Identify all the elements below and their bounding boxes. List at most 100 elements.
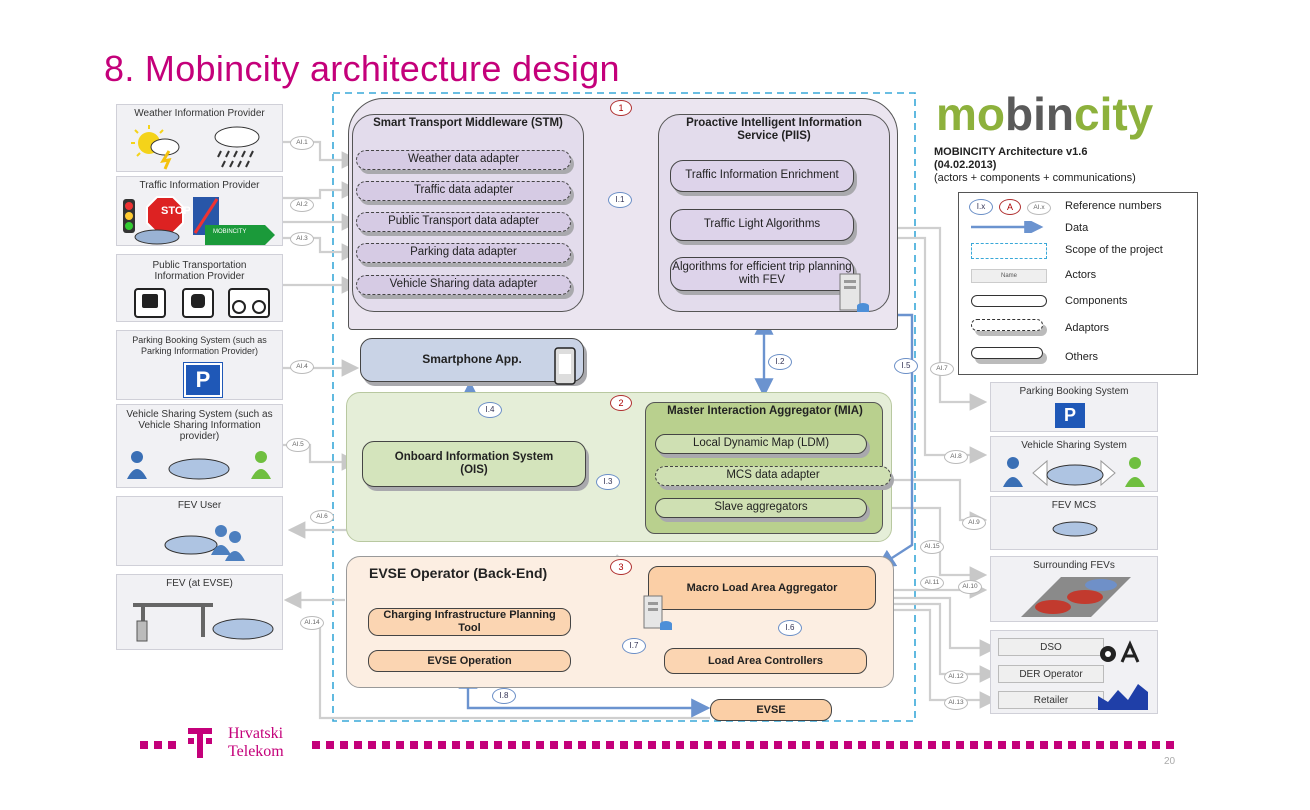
piis-title: Proactive Intelligent Information Servic… [686, 117, 862, 142]
ai-label-5: AI.5 [286, 438, 310, 452]
right-actor-surrounding: Surrounding FEVs [990, 556, 1158, 622]
interface-i5: I.5 [894, 358, 918, 374]
legend-sample-alx: AI.x [1027, 201, 1051, 215]
vehicle-sharing-adapter[interactable]: Vehicle Sharing data adapter [356, 275, 571, 295]
brand-telekom: Telekom [228, 743, 284, 760]
trip-planning-algorithms[interactable]: Algorithms for efficient trip planning w… [670, 257, 854, 291]
ai-label-10: AI.10 [958, 580, 982, 594]
stop-sign-text: STOP [161, 205, 191, 217]
mobincity-logo: mobincity [936, 88, 1153, 140]
actor-weather: Weather Information Provider [116, 104, 283, 172]
traffic-info-enrichment[interactable]: Traffic Information Enrichment [670, 160, 854, 192]
legend-data: Data [1065, 222, 1089, 234]
ai-label-9: AI.9 [962, 516, 986, 530]
vehicle-sharing-icon [127, 451, 271, 480]
interface-i8: I.8 [492, 688, 516, 704]
traffic-icon [123, 196, 275, 245]
actor-public-transport: Public Transportation Information Provid… [116, 254, 283, 322]
ai-label-15: AI.15 [920, 540, 944, 554]
interface-i3: I.3 [596, 474, 620, 490]
logo-bin: bin [1005, 88, 1074, 140]
legend-sample-ix: I.x [969, 199, 993, 215]
right-actor-fev-mcs: FEV MCS [990, 496, 1158, 550]
onboard-info-system[interactable]: Onboard Information System (OIS) [362, 441, 586, 487]
smartphone-app[interactable]: Smartphone App. [360, 338, 584, 382]
fev-user-icon [164, 525, 245, 561]
interface-i2: I.2 [768, 354, 792, 370]
zone-number-1: 1 [610, 100, 632, 116]
evse-operator-title: EVSE Operator (Back-End) [369, 565, 548, 581]
stm-title: Smart Transport Middleware (STM) [373, 117, 563, 129]
fev-mcs-icon [1052, 521, 1098, 537]
der-operator-box: DER Operator [998, 665, 1104, 683]
local-dynamic-map[interactable]: Local Dynamic Map (LDM) [655, 434, 867, 454]
actor-parking: Parking Booking System (such as Parking … [116, 330, 283, 400]
legend-actors: Actors [1065, 269, 1097, 281]
right-actor-parking-label: Parking Booking System [1019, 386, 1129, 397]
architecture-version: MOBINCITY Architecture v1.6 [934, 146, 1088, 158]
right-parking-sign-icon: P [1055, 403, 1085, 428]
legend-scope-swatch [971, 243, 1047, 259]
architecture-date: (04.02.2013) [934, 159, 997, 171]
traffic-adapter[interactable]: Traffic data adapter [356, 181, 571, 201]
transport-icons [134, 288, 270, 318]
actor-fev-user-label: FEV User [177, 500, 222, 511]
smartphone-icon [554, 347, 576, 385]
ai-label-13: AI.13 [944, 696, 968, 710]
parking-sign-icon: P [183, 362, 223, 398]
brand-hrvatski: Hrvatski [228, 725, 284, 742]
actor-fev-user: FEV User [116, 496, 283, 566]
macro-load-area-aggregator[interactable]: Macro Load Area Aggregator [648, 566, 876, 610]
actor-fev-evse-label: FEV (at EVSE) [166, 578, 233, 589]
dso-box: DSO [998, 638, 1104, 656]
actor-parking-label: Parking Booking System (such as Parking … [132, 335, 267, 356]
actor-vehicle-sharing-label: Vehicle Sharing System (such as Vehicle … [126, 409, 273, 442]
ai-label-1: AI.1 [290, 136, 314, 150]
server-icon-2 [643, 595, 672, 630]
mia-title: Master Interaction Aggregator (MIA) [667, 405, 863, 417]
actor-vehicle-sharing: Vehicle Sharing System (such as Vehicle … [116, 404, 283, 488]
evse-operation[interactable]: EVSE Operation [368, 650, 571, 672]
ai-label-2: AI.2 [290, 198, 314, 212]
logo-city: city [1073, 88, 1154, 140]
right-actor-surrounding-label: Surrounding FEVs [1033, 560, 1115, 571]
ai-label-11: AI.11 [920, 576, 944, 590]
page-title: 8. Mobincity architecture design [104, 48, 620, 89]
legend-adaptors: Adaptors [1065, 322, 1110, 334]
public-transport-adapter[interactable]: Public Transport data adapter [356, 212, 571, 232]
surrounding-fevs-icon [1021, 577, 1131, 617]
evse-station-icon [133, 603, 274, 642]
right-actor-fev-mcs-label: FEV MCS [1051, 500, 1097, 511]
footer-dots [140, 728, 1174, 758]
legend-adaptor-swatch [971, 319, 1043, 331]
legend-components: Components [1065, 295, 1128, 307]
interface-i6: I.6 [778, 620, 802, 636]
mcs-data-adapter[interactable]: MCS data adapter [655, 466, 891, 486]
weather-adapter[interactable]: Weather data adapter [356, 150, 571, 170]
ai-label-4: AI.4 [290, 360, 314, 374]
retailer-box: Retailer [998, 691, 1104, 709]
parking-adapter[interactable]: Parking data adapter [356, 243, 571, 263]
zone-number-3: 3 [610, 559, 632, 575]
charging-planning-tool[interactable]: Charging Infrastructure Planning Tool [368, 608, 571, 636]
mobincity-sign-text: MOBINCITY [213, 229, 247, 235]
slave-aggregators[interactable]: Slave aggregators [655, 498, 867, 518]
right-actor-parking: Parking Booking System P [990, 382, 1158, 432]
zone-number-2: 2 [610, 395, 632, 411]
ai-label-12: AI.12 [944, 670, 968, 684]
legend: I.x A AI.x Reference numbers Data Scope … [958, 192, 1198, 375]
ai-label-8: AI.8 [944, 450, 968, 464]
actor-public-transport-label: Public Transportation Information Provid… [152, 260, 247, 282]
ai-label-6: AI.6 [310, 510, 334, 524]
load-area-controllers[interactable]: Load Area Controllers [664, 648, 867, 674]
legend-others: Others [1065, 351, 1099, 363]
server-icon [839, 273, 869, 312]
traffic-light-algorithms[interactable]: Traffic Light Algorithms [670, 209, 854, 241]
ai-label-3: AI.3 [290, 232, 314, 246]
right-actor-vehicle-sharing-label: Vehicle Sharing System [1021, 440, 1127, 451]
evse-box[interactable]: EVSE [710, 699, 832, 721]
ai-label-7: AI.7 [930, 362, 954, 376]
legend-data-arrow [971, 221, 1044, 233]
legend-scope: Scope of the project [1065, 244, 1163, 256]
architecture-subtitle: (actors + components + communications) [934, 172, 1136, 184]
